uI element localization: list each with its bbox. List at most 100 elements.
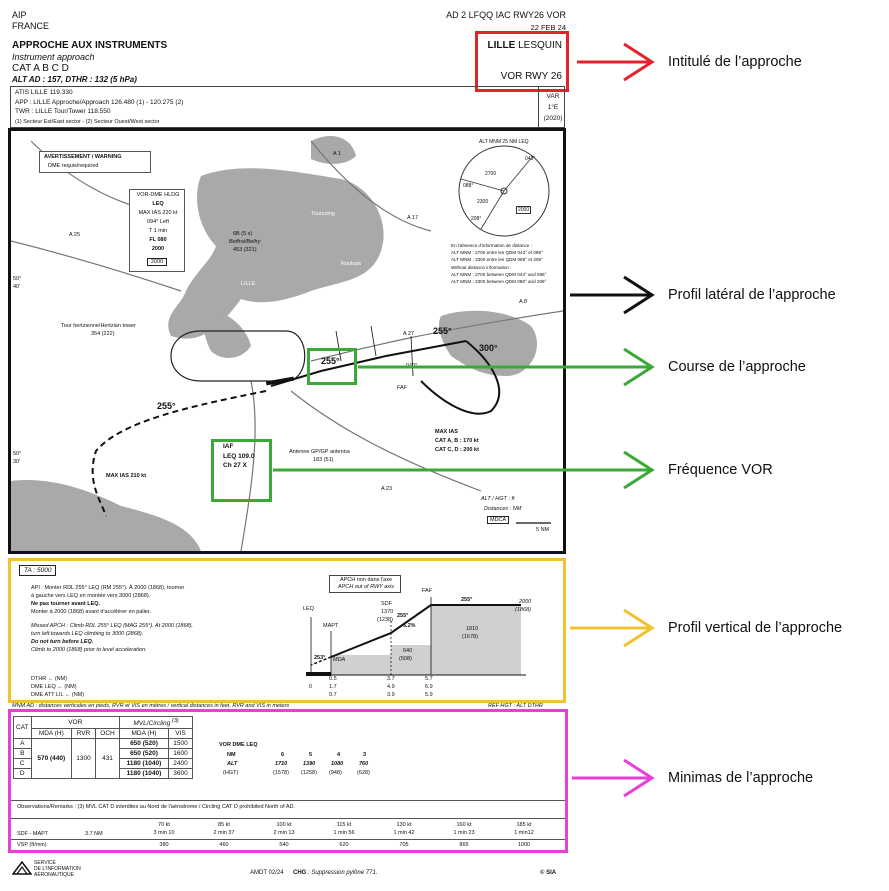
apch-note-fr: APCH non dans l'axe <box>339 577 393 583</box>
holding-box: VOR-DME HLDG LEQ MAX IAS 220 kt 094° Lef… <box>129 189 185 272</box>
gp-antenna: Antenne GP/GP antenna <box>289 449 350 455</box>
urban-area-southwest <box>11 480 201 551</box>
minima-divider-3 <box>11 839 565 840</box>
profile-missed-course: 253° <box>314 655 326 661</box>
aerodrome-name: LILLE LESQUIN <box>487 40 562 51</box>
missed-fr-1: API : Monter RDL 255° LEQ (RM 255°). À 2… <box>31 585 185 591</box>
dme-leq-val-1: 1.7 <box>329 684 337 690</box>
vor-rvr: 1300 <box>71 738 97 780</box>
aerodrome-altitude: ALT AD : 157, DTHR : 132 (5 hPa) <box>12 75 137 84</box>
msa-2700: 2700 <box>485 171 497 177</box>
town-tourcoing: Tourcoing <box>311 211 335 217</box>
speed-1: 85 kt <box>218 822 230 828</box>
msa-note-6: ALT MNM : 2300 between QDM 088° and 208° <box>451 279 547 284</box>
msa-sector-208 <box>480 190 505 230</box>
dthr-label: DTHR ← (NM) <box>31 676 68 682</box>
vsp-1: 460 <box>219 842 229 848</box>
town-lille: LILLE <box>241 281 256 287</box>
observations: Observations/Remarks : (3) MVL CAT D int… <box>17 804 295 810</box>
max-ias-label: MAX IAS <box>435 429 458 435</box>
holding-pattern <box>170 330 306 382</box>
vor-mda: 570 (440) <box>30 738 73 780</box>
road-a25 <box>11 240 182 292</box>
vordme-hgt-3: (628) <box>357 770 370 776</box>
mvl-mda-a: 650 (520) <box>119 738 169 750</box>
dme-leq-val-0: 0 <box>309 684 313 690</box>
profile-slope: 5.2% <box>403 623 416 629</box>
mvl-mda-d: 1180 (1040) <box>119 768 169 780</box>
final-approach-track <box>270 340 467 387</box>
vordme-hgt-label: (HGT) <box>223 770 239 776</box>
profile-step1-hgt: (508) <box>399 656 412 662</box>
arrow-lateral <box>570 275 655 315</box>
msa-043: 043° <box>525 156 536 162</box>
road-a8-label: A 8 <box>519 299 527 305</box>
holding-fix: LEQ <box>152 201 164 207</box>
legend-title: Intitulé de l’approche <box>668 54 802 70</box>
belfry-label: Beffroi/Belfry <box>229 239 261 245</box>
chart-reference: AD 2 LFQQ IAC RWY26 VOR <box>446 10 566 20</box>
msa-center <box>500 187 508 195</box>
vsp-6: 1000 <box>517 842 531 848</box>
mdca-legend: MDCA <box>487 516 510 524</box>
mvl-header: MVL/Circling (3) <box>119 715 193 730</box>
minima-note: MNM AD : distances verticales en pieds, … <box>12 703 290 709</box>
sia-service: SERVICE <box>34 860 56 866</box>
vordme-nm-2: 4 <box>337 752 341 758</box>
holding-ias: MAX IAS 220 kt <box>138 210 178 216</box>
mvl-vis-b: 1600 <box>167 748 194 760</box>
vordme-alt-1: 1390 <box>303 761 316 767</box>
road-south <box>240 380 256 551</box>
cat-d: D <box>13 768 32 780</box>
profile-diagram <box>306 597 526 676</box>
profile-step1: 640 <box>403 648 413 654</box>
plan-view: AVERTISSEMENT / WARNING DME requis/requi… <box>8 128 566 554</box>
dme-leq-val-3: 6.9 <box>425 684 433 690</box>
speed-3: 115 kt <box>336 822 352 828</box>
col-vis: VIS <box>167 728 194 740</box>
msa-sector-088 <box>460 178 505 192</box>
course-300-label: 300° <box>479 343 498 353</box>
amendment: AMDT 02/24 <box>250 870 284 876</box>
msa-208: 208° <box>471 216 482 222</box>
col-mvl-mda: MDA (H) <box>119 728 169 740</box>
chart-date: 22 FEB 24 <box>530 23 566 32</box>
arrow-title <box>577 42 655 82</box>
dme-att-val-1: 3.9 <box>387 692 395 698</box>
time-4: 1 min 42 <box>393 830 415 836</box>
urban-area-north <box>311 136 356 164</box>
cat-c: C <box>13 758 32 770</box>
copyright: © SIA <box>540 870 557 876</box>
speed-segment-distance: 3.7 NM <box>85 831 103 837</box>
vordme-nm-0: 6 <box>281 752 285 758</box>
hertzian-tower-alt: 354 (222) <box>91 331 115 337</box>
msa-2000: 2000 <box>516 206 532 214</box>
road-a23 <box>290 390 482 492</box>
col-mda: MDA (H) <box>30 728 73 740</box>
country-label: FRANCE <box>12 21 50 31</box>
plan-view-map <box>11 136 563 551</box>
holding-time: T 1 min <box>148 228 168 234</box>
var-value: 1°E <box>547 104 559 111</box>
msa-088: 088° <box>463 183 474 189</box>
profile-leq: LEQ <box>303 606 315 612</box>
max-ias-cat-cd: CAT C, D : 200 kt <box>435 447 479 453</box>
arrow-minima <box>572 758 655 798</box>
vor-frequency-highlight-box <box>211 439 272 502</box>
profile-step2-hgt: (1678) <box>462 634 478 640</box>
speed-4: 130 kt <box>396 822 412 828</box>
speed-6: 185 kt <box>516 822 532 828</box>
col-och: OCH <box>95 728 120 740</box>
legend-vor: Fréquence VOR <box>668 462 773 478</box>
time-1: 2 min 37 <box>213 830 235 836</box>
warning-title: AVERTISSEMENT / WARNING <box>44 154 122 160</box>
app-frequency: APP : LILLE Approche/Approach 126.480 (1… <box>15 99 184 106</box>
time-6: 1 min12 <box>514 830 534 836</box>
minima-section: CAT VOR MVL/Circling (3) MDA (H) RVR OCH… <box>8 709 568 853</box>
vertical-profile: TA : 5000 API : Monter RDL 255° LEQ (RM … <box>8 558 566 703</box>
cat-header: CAT <box>13 715 32 740</box>
profile-segment-course: 255° <box>397 613 409 619</box>
ref-hgt-note: REF HGT : ALT DTHR <box>488 703 543 709</box>
profile-step2: 1810 <box>466 626 479 632</box>
aip-label: AIP <box>12 10 27 20</box>
